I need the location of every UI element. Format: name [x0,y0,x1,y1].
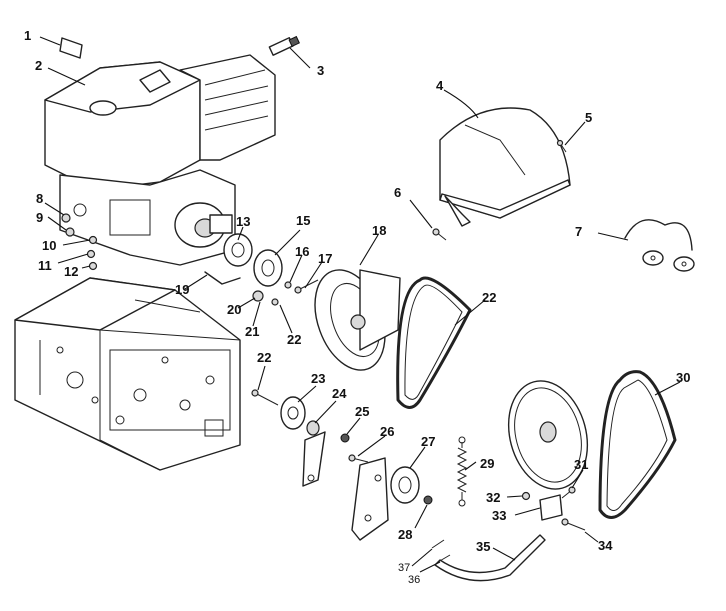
callout-36: 36 [408,574,420,586]
callout-3: 2 [35,58,42,73]
leader-lines [39,36,681,573]
callout-31: 21 [245,324,259,339]
spark-plug [268,35,300,56]
callout-10: 30 [676,370,690,385]
spring [456,436,468,507]
callout-24: 3 [317,63,324,78]
callout-35: 10 [42,238,56,253]
belt-cover [439,107,571,227]
callout-30: 17 [318,251,332,266]
callout-8: 15 [296,213,310,228]
auger-belt [396,276,472,409]
nut [340,433,350,443]
callout-12: 22 [482,290,496,305]
callout-19: 22 [257,350,271,365]
callout-23: 7 [575,224,582,239]
label-plate [59,37,83,59]
callout-28: 32 [486,490,500,505]
callout-11: 18 [372,223,386,238]
callout-37: 37 [398,562,410,574]
callout-32: 25 [355,404,369,419]
idler-assembly [251,389,326,487]
callout-6: 22 [287,332,301,347]
callout-1: 8 [36,191,43,206]
callout-26: 33 [492,508,506,523]
callout-17: 27 [421,434,435,449]
callout-34: 11 [38,258,52,273]
callout-13: 35 [476,539,490,554]
brake-strap [431,534,546,582]
callout-22-mid: 6 [394,185,401,200]
wire-clip [624,219,695,272]
engine-hardware [61,213,98,271]
callout-7: 13 [236,214,250,229]
engine [44,54,276,266]
pulley-hardware [204,271,319,306]
callout-4: 19 [175,282,189,297]
callout-20: 24 [332,386,347,401]
callout-29: 16 [295,244,309,259]
auger-pulley [314,269,401,371]
callout-2: 9 [36,210,43,225]
callout-15: 29 [480,456,494,471]
callout-22-bottom: 31 [574,457,588,472]
callout-21: 23 [311,371,325,386]
callout-25: 1 [24,28,31,43]
callout-16: 28 [398,527,412,542]
callout-22-top: 5 [585,110,592,125]
brake-bracket [348,454,433,541]
callout-9: 4 [436,78,444,93]
idler-bracket [521,491,586,531]
callout-27: 34 [598,538,613,553]
callout-18: 26 [380,424,394,439]
callout-labels: 1 2 3 4 5 6 7 8 9 10 11 12 13 15 16 17 1… [24,28,690,586]
drive-belt [598,370,677,519]
cover-bolts [432,139,576,499]
drive-gear [507,380,589,490]
engine-pulleys [223,233,283,287]
frame [14,277,241,471]
callout-5: 20 [227,302,241,317]
callout-33: 12 [64,264,78,279]
